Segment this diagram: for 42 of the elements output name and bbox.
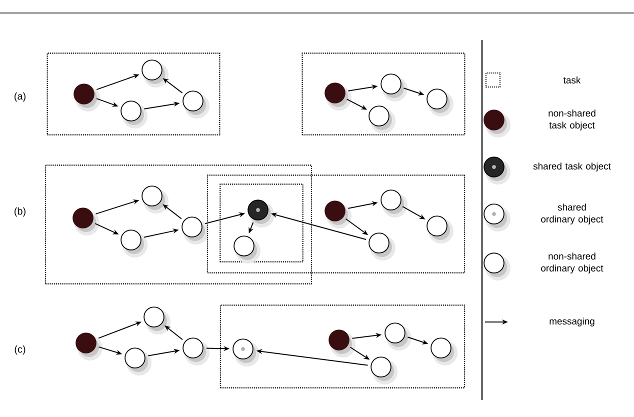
task-box xyxy=(44,164,312,284)
non-shared-task-object xyxy=(76,332,102,360)
non-shared-task-object xyxy=(324,200,352,228)
ordinary-object xyxy=(370,356,398,384)
ordinary-object xyxy=(120,230,148,258)
row-label: (a) xyxy=(14,92,26,102)
row-label: (b) xyxy=(14,207,26,217)
ordinary-object xyxy=(142,60,168,88)
ordinary-object xyxy=(368,106,396,134)
ordinary-object xyxy=(144,306,170,334)
non-shared-task-object xyxy=(72,208,100,236)
ordinary-object xyxy=(380,190,408,218)
row-label: (c) xyxy=(14,345,26,355)
non-shared-task-object xyxy=(74,84,100,112)
legend-text: task xyxy=(563,76,581,84)
task-box xyxy=(220,304,466,388)
legend-text: shared ordinary object xyxy=(541,204,604,224)
ordinary-object xyxy=(124,348,152,376)
ordinary-object xyxy=(234,236,260,264)
non-shared-task-object xyxy=(328,330,356,358)
ordinary-object xyxy=(182,90,210,118)
task-box xyxy=(220,184,304,262)
task-box xyxy=(302,52,466,136)
ordinary-object xyxy=(384,322,412,350)
ordinary-object xyxy=(182,338,210,366)
ordinary-object xyxy=(380,74,408,102)
ordinary-object xyxy=(120,100,148,128)
ordinary-object xyxy=(182,216,208,244)
legend-text: non-shared task object xyxy=(548,110,596,130)
legend-text: shared task object xyxy=(533,162,611,172)
ordinary-object xyxy=(426,216,454,244)
ordinary-object xyxy=(426,88,454,116)
ordinary-object xyxy=(142,186,168,214)
task-box xyxy=(46,52,220,136)
task-box xyxy=(206,174,466,274)
non-shared-task-object xyxy=(324,82,352,110)
shared-ordinary-object xyxy=(232,338,260,366)
legend-text: non-shared ordinary object xyxy=(541,252,604,274)
legend-text: messaging xyxy=(550,318,594,326)
ordinary-object xyxy=(368,232,396,260)
ordinary-object xyxy=(430,338,458,366)
shared-task-object xyxy=(248,200,274,228)
